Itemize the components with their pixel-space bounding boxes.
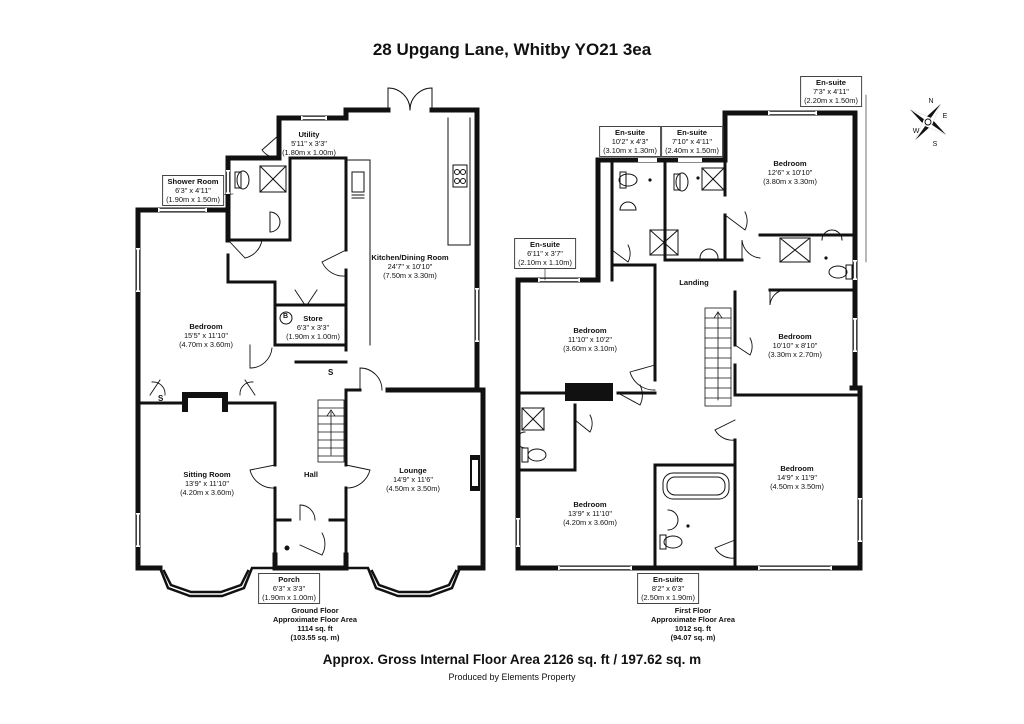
compass-n: N xyxy=(928,98,933,105)
boiler-symbol xyxy=(279,311,293,325)
page-title: 28 Upgang Lane, Whitby YO21 3ea xyxy=(372,40,652,59)
first-floor-door-swings xyxy=(574,211,786,559)
kitchen-french-doors xyxy=(387,87,433,111)
room-label-ensuite-e: En-suite 8'2" x 6'3" (2.50m x 1.90m) xyxy=(637,573,699,604)
kitchen-worktops xyxy=(345,117,471,346)
room-label-store: Store 6'3" x 3'3" (1.90m x 1.00m) xyxy=(286,314,340,341)
first-floor-chimney xyxy=(565,383,613,401)
storage-mark-s: S xyxy=(158,394,164,403)
first-floor-windows xyxy=(516,111,862,570)
room-label-kitchen-dining: Kitchen/Dining Room 24'7" x 10'10" (7.50… xyxy=(371,253,449,280)
ground-windows xyxy=(136,116,479,547)
porch-light xyxy=(284,545,290,551)
room-label-bedroom-ground: Bedroom 15'5" x 11'10" (4.70m x 3.60m) xyxy=(179,322,233,349)
room-label-porch: Porch 6'3" x 3'3" (1.90m x 1.00m) xyxy=(258,573,320,604)
room-label-sitting-room: Sitting Room 13'9" x 11'10" (4.20m x 3.6… xyxy=(180,470,234,497)
room-label-landing: Landing xyxy=(679,278,709,287)
first-floor-staircase xyxy=(704,307,732,407)
ground-door-swings xyxy=(149,134,383,556)
boiler-mark-b: B xyxy=(283,313,289,320)
room-label-ensuite-b: En-suite 7'10" x 4'11" (2.40m x 1.50m) xyxy=(661,126,723,157)
room-label-ensuite-c: En-suite 7'3" x 4'11" (2.20m x 1.50m) xyxy=(800,76,862,107)
compass-e: E xyxy=(943,113,948,120)
compass-w: W xyxy=(913,128,920,135)
gross-internal-area: Approx. Gross Internal Floor Area 2126 s… xyxy=(322,652,702,667)
shower-room-fixtures xyxy=(234,165,287,233)
room-label-bedroom-e: Bedroom 10'10" x 8'10" (3.30m x 2.70m) xyxy=(768,332,822,359)
room-label-lounge: Lounge 14'9" x 11'6" (4.50m x 3.50m) xyxy=(386,466,440,493)
first-floor-area: First Floor Approximate Floor Area 1012 … xyxy=(651,606,735,642)
room-label-ensuite-a: En-suite 10'2" x 4'3" (3.10m x 1.30m) xyxy=(599,126,661,157)
room-label-hall: Hall xyxy=(304,470,318,479)
produced-by: Produced by Elements Property xyxy=(448,672,576,682)
ground-staircase xyxy=(317,399,345,463)
room-label-bedroom-ne: Bedroom 12'6" x 10'10" (3.80m x 3.30m) xyxy=(763,159,817,186)
ground-floor-area: Ground Floor Approximate Floor Area 1114… xyxy=(273,606,357,642)
room-label-shower-room: Shower Room 6'3" x 4'11" (1.90m x 1.50m) xyxy=(162,175,224,206)
ground-internal-walls xyxy=(136,156,362,557)
room-label-ensuite-d: En-suite 6'11" x 3'7" (2.10m x 1.10m) xyxy=(514,238,576,269)
first-floor-bathroom-fixtures xyxy=(516,167,853,550)
ground-bay-windows xyxy=(158,566,462,598)
compass-s: S xyxy=(933,141,938,148)
compass-rose-icon xyxy=(909,103,947,141)
room-label-bedroom-w: Bedroom 11'10" x 10'2" (3.60m x 3.10m) xyxy=(563,326,617,353)
room-label-utility: Utility 5'11" x 3'3" (1.80m x 1.00m) xyxy=(282,130,336,157)
room-label-bedroom-sw: Bedroom 13'9" x 11'10" (4.20m x 3.60m) xyxy=(563,500,617,527)
room-label-bedroom-se: Bedroom 14'9" x 11'9" (4.50m x 3.50m) xyxy=(770,464,824,491)
ensuite-marker-dots xyxy=(214,176,828,528)
storage-mark-s: S xyxy=(328,368,334,377)
